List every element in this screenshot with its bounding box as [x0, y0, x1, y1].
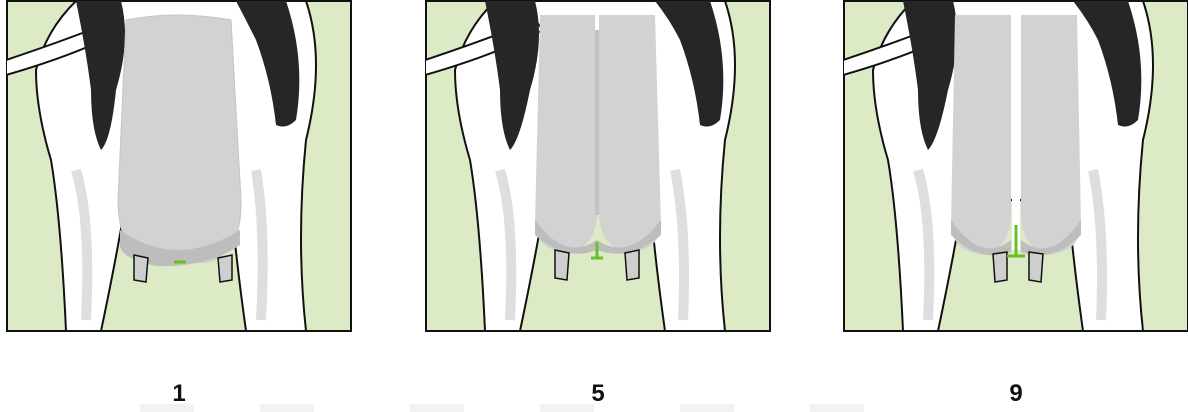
scan-artifact [410, 404, 464, 412]
udder-panel-9 [843, 0, 1188, 332]
scan-artifact [680, 404, 734, 412]
teat-right [625, 250, 639, 280]
teat-right [1029, 252, 1043, 282]
cow-rear-illustration [425, 0, 771, 332]
cow-rear-illustration [843, 0, 1188, 332]
scan-artifact [540, 404, 594, 412]
scan-artifact [140, 404, 194, 412]
udder-right-half [599, 15, 661, 252]
scan-artifact [260, 404, 314, 412]
udder-left-half [951, 15, 1011, 254]
teat-left [134, 255, 148, 282]
teat-right [218, 255, 232, 282]
udder-left-half [535, 15, 597, 252]
cow-rear-illustration [6, 0, 352, 332]
teat-left [993, 252, 1007, 282]
udder [118, 15, 241, 262]
panel-label-9: 9 [843, 380, 1188, 408]
udder-panel-1 [6, 0, 352, 332]
scan-artifact [810, 404, 864, 412]
udder-panel-5 [425, 0, 771, 332]
teat-left [555, 250, 569, 280]
udder-right-half [1021, 15, 1081, 254]
